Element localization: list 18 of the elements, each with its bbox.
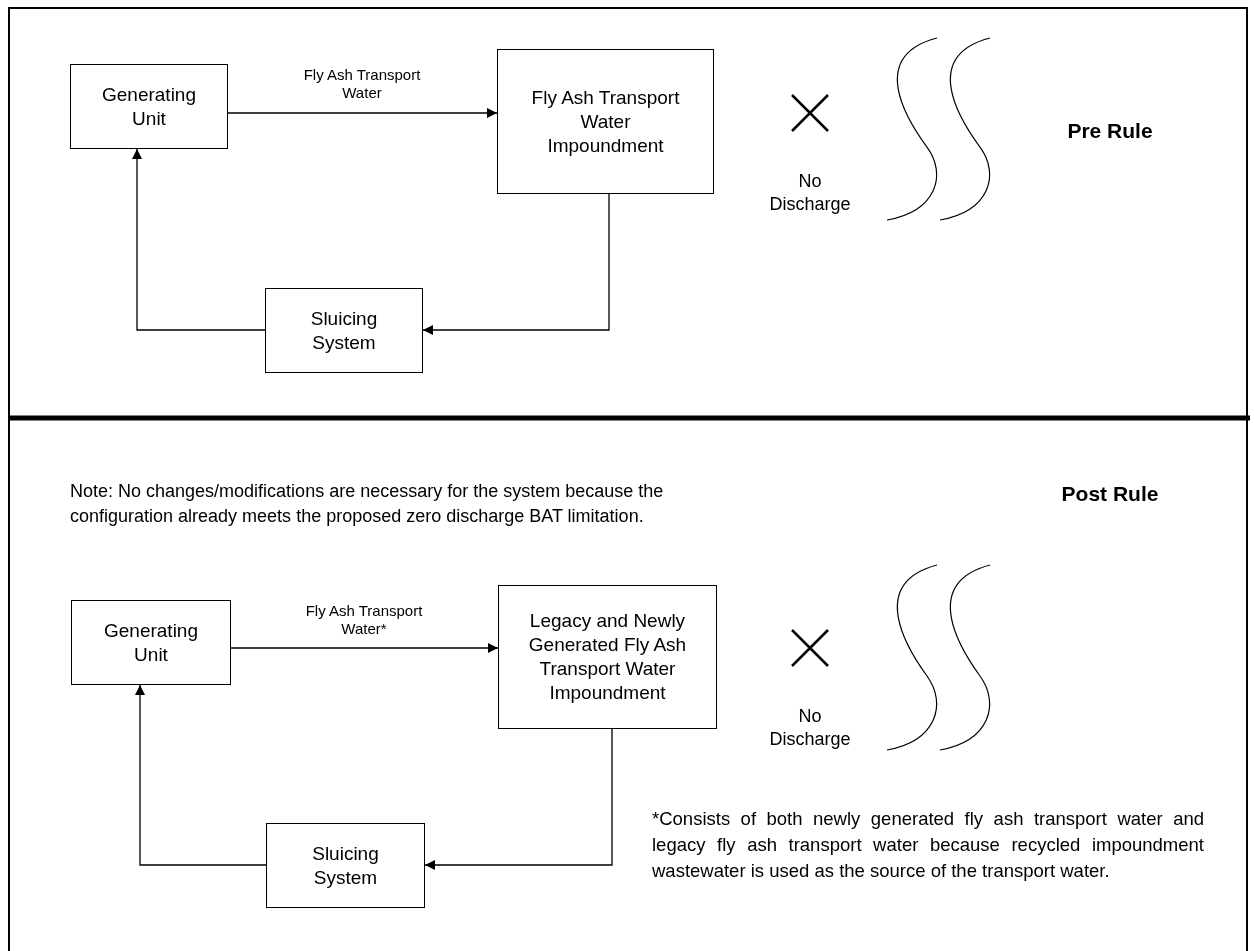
section-heading: Pre Rule xyxy=(1066,118,1154,144)
arrow xyxy=(135,684,267,866)
process-box: Sluicing System xyxy=(266,823,425,908)
arrow xyxy=(422,193,610,335)
arrow xyxy=(230,643,499,653)
section-heading: Post Rule xyxy=(1060,481,1160,507)
process-box: Generating Unit xyxy=(71,600,231,685)
process-box: Generating Unit xyxy=(70,64,228,149)
arrow xyxy=(227,108,498,118)
process-box: Sluicing System xyxy=(265,288,423,373)
arrow xyxy=(424,728,613,870)
note-text: Note: No changes/modifications are necessary for the system because the configuration already meets the proposed zero discharge BAT limitation. xyxy=(70,480,665,528)
process-box: Legacy and Newly Generated Fly Ash Transport Water Impoundment xyxy=(498,585,717,729)
footnote-text: *Consists of both newly generated fly ash transport water and legacy fly ash transport water because recycled impoundment wastewater is used as the source of the transport water. xyxy=(652,807,1204,883)
outcome-label: No Discharge xyxy=(768,170,852,216)
outcome-label: No Discharge xyxy=(768,705,852,751)
arrow xyxy=(132,148,266,331)
process-box: Fly Ash Transport Water Impoundment xyxy=(497,49,714,194)
